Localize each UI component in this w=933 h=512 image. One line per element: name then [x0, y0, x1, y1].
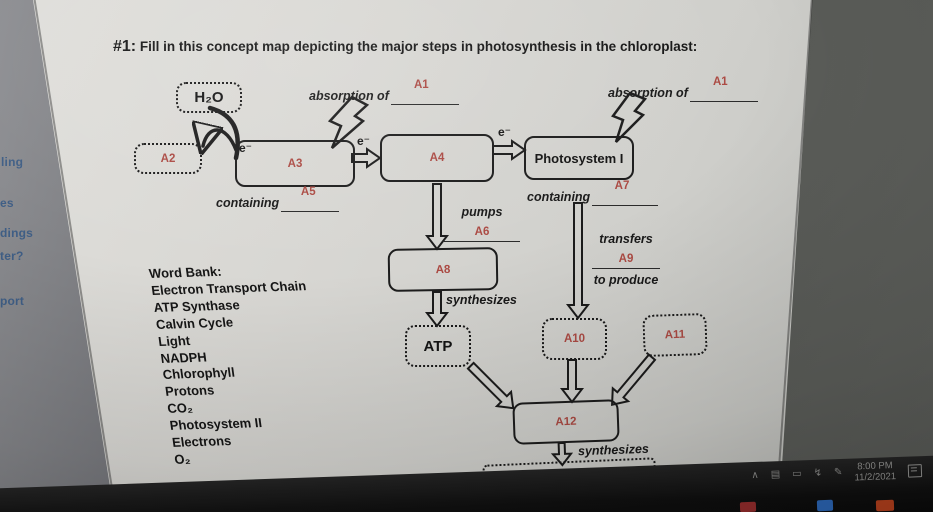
- taskbar-app-icon[interactable]: [816, 499, 834, 512]
- box-photosystem-1: Photosystem I: [524, 136, 634, 180]
- question-text: Fill in this concept map depicting the m…: [139, 39, 698, 54]
- arrow-atp-to-a12: [466, 361, 515, 410]
- synthesizes-label-1: synthesizes: [446, 293, 517, 307]
- answer-a1: A1: [413, 79, 429, 91]
- answer-a2: A2: [160, 152, 176, 165]
- electron-label: e⁻: [357, 134, 371, 148]
- absorption-text: absorption of: [309, 89, 389, 103]
- answer-a12: A12: [555, 415, 577, 429]
- electron-label: e⁻: [239, 141, 253, 155]
- sidebar-link-fragment[interactable]: dings: [0, 226, 33, 240]
- arrow-photosystem1-down-to-a10: [565, 202, 591, 320]
- arrow-a8-down-to-atp: [424, 291, 450, 328]
- sidebar-link-fragment[interactable]: es: [0, 196, 14, 210]
- battery-icon[interactable]: ▭: [791, 468, 802, 480]
- transfers-text: transfers: [599, 232, 653, 246]
- to-produce-text: to produce: [593, 273, 659, 287]
- worksheet-title: #1: Fill in this concept map depicting t…: [113, 38, 713, 56]
- answer-a7: A7: [614, 180, 630, 192]
- answer-a3: A3: [287, 157, 303, 170]
- usb-icon[interactable]: ↯: [813, 467, 823, 479]
- system-tray: ∧ ▤ ▭ ↯ ✎ 8:00 PM 11/2/2021: [751, 459, 923, 487]
- person-icon[interactable]: ▤: [770, 469, 781, 481]
- box-h2o: H₂O: [176, 82, 242, 113]
- taskbar-app-icon[interactable]: [875, 499, 895, 512]
- pumps-text: pumps: [461, 205, 503, 219]
- curved-arrow-h2o-split: [192, 105, 240, 161]
- answer-a10: A10: [563, 333, 586, 345]
- answer-a5: A5: [300, 186, 316, 198]
- sidebar-link-fragment[interactable]: port: [0, 294, 25, 308]
- answer-a6: A6: [474, 226, 490, 238]
- chevron-up-icon[interactable]: ∧: [751, 469, 759, 482]
- photosystem1-label: Photosystem I: [534, 150, 624, 166]
- box-answer-a12: A12: [512, 399, 620, 445]
- arrow-a4-to-photosystem1: [492, 139, 527, 161]
- box-answer-a2: A2: [134, 143, 202, 174]
- taskbar-app-icon[interactable]: [739, 501, 757, 512]
- arrow-a11-to-a12: [611, 353, 657, 407]
- lightning-bolt-icon: [611, 91, 648, 143]
- clock-date: 11/2/2021: [854, 471, 897, 484]
- containing-label-1: containing A5: [216, 186, 340, 212]
- box-answer-a3: A3: [235, 140, 355, 187]
- answer-a4: A4: [429, 152, 445, 164]
- sidebar-link-fragment[interactable]: ling: [1, 155, 24, 169]
- box-answer-a10: A10: [542, 318, 607, 360]
- h2o-label: H₂O: [194, 89, 224, 106]
- box-atp: ATP: [405, 325, 471, 367]
- sidebar-link-fragment[interactable]: ter?: [0, 249, 24, 263]
- containing-label-2: containing A7: [527, 180, 659, 206]
- absorption-label-1: absorption of A1: [309, 79, 459, 105]
- containing-text: containing: [527, 190, 591, 204]
- answer-a8: A8: [435, 263, 451, 276]
- pumps-label: pumps A6: [444, 203, 520, 242]
- arrow-a4-down-to-a8: [424, 183, 450, 251]
- transfers-label: transfers A9 to produce: [592, 230, 660, 287]
- arrow-a3-to-a4: [351, 147, 382, 169]
- box-answer-a4: A4: [380, 134, 494, 182]
- lightning-bolt-icon: [327, 95, 370, 149]
- answer-a1: A1: [712, 76, 728, 88]
- answer-a9: A9: [618, 253, 634, 265]
- atp-label: ATP: [423, 337, 453, 355]
- synthesizes-label-2: synthesizes: [577, 441, 650, 459]
- question-number: #1:: [113, 38, 137, 55]
- box-answer-a8: A8: [387, 247, 499, 292]
- word-bank: Word Bank: Electron Transport Chain ATP …: [148, 261, 330, 469]
- action-center-icon[interactable]: [907, 463, 923, 478]
- containing-text: containing: [216, 196, 280, 210]
- answer-a11: A11: [664, 328, 686, 342]
- box-answer-a11: A11: [642, 312, 708, 358]
- taskbar-clock[interactable]: 8:00 PM 11/2/2021: [854, 460, 896, 483]
- arrow-a12-down-to-g3p: [550, 441, 574, 467]
- electron-label: e⁻: [498, 125, 512, 139]
- pen-icon[interactable]: ✎: [833, 466, 843, 479]
- arrow-a10-down-to-a12: [559, 359, 585, 404]
